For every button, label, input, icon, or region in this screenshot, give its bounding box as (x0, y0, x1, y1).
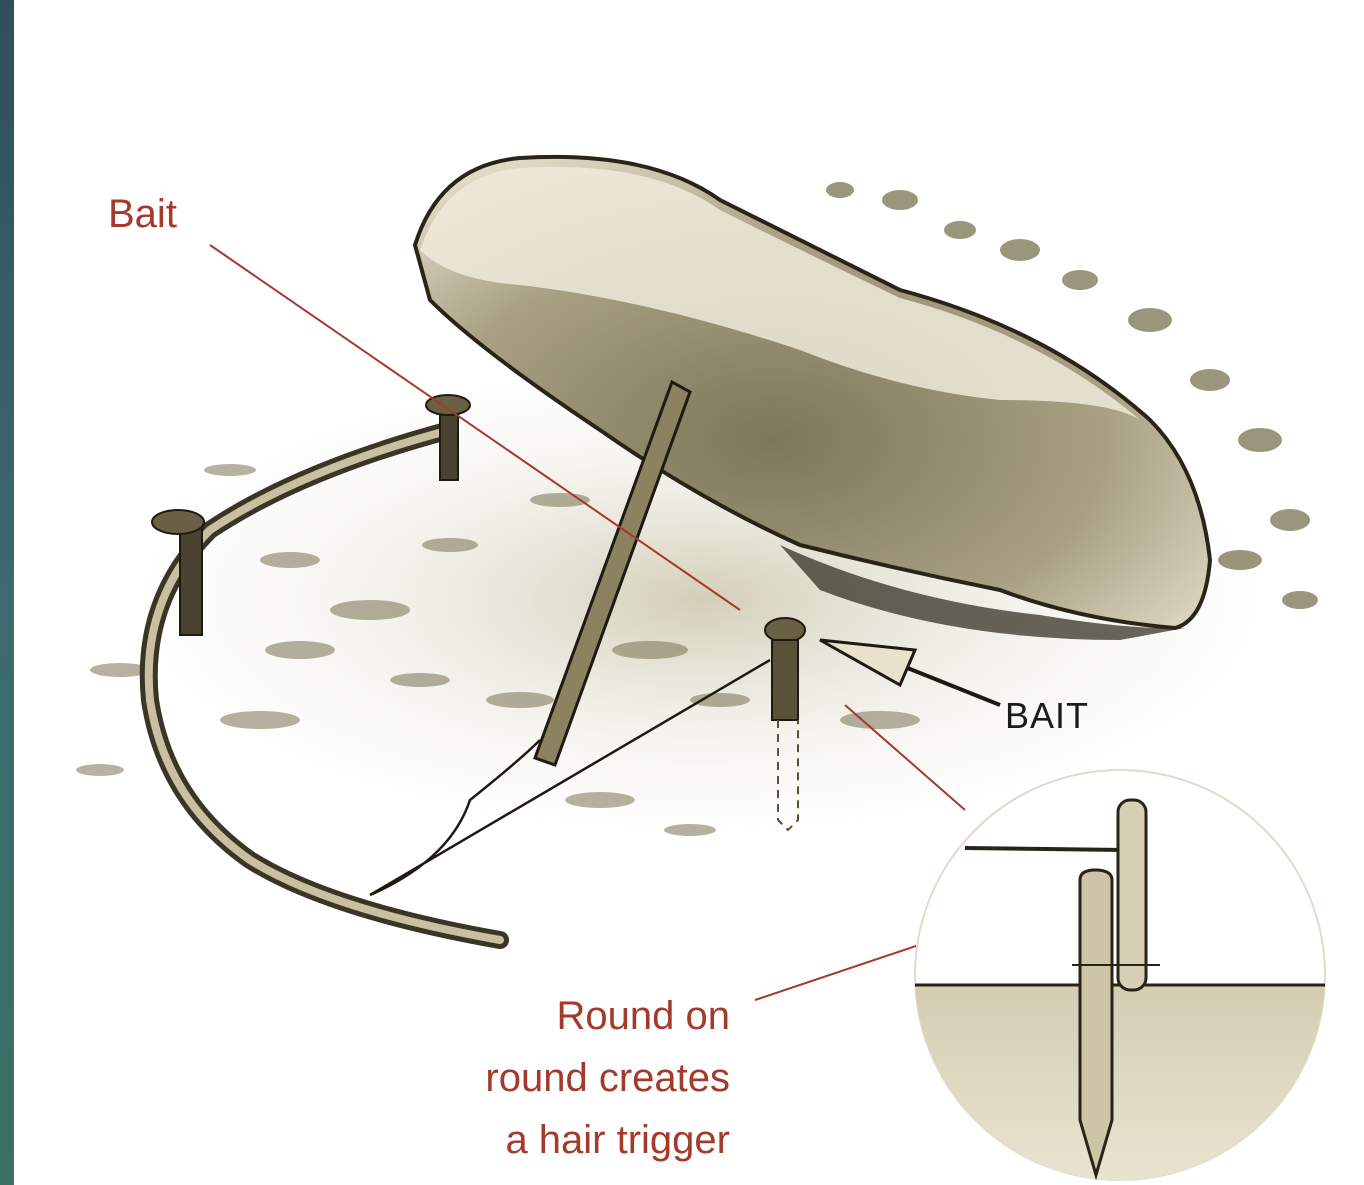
caption-line-2: round creates (410, 1047, 730, 1109)
trigger-detail-inset (900, 770, 1350, 1185)
upper-round-peg (1118, 800, 1146, 990)
bait-label: Bait (108, 192, 177, 237)
caption-line-1: Round on (410, 985, 730, 1047)
lower-round-stake (1080, 870, 1112, 1175)
bait-arrow-label: BAIT (1005, 695, 1089, 737)
caption-line-3: a hair trigger (410, 1109, 730, 1171)
trigger-caption: Round on round creates a hair trigger (410, 985, 730, 1171)
